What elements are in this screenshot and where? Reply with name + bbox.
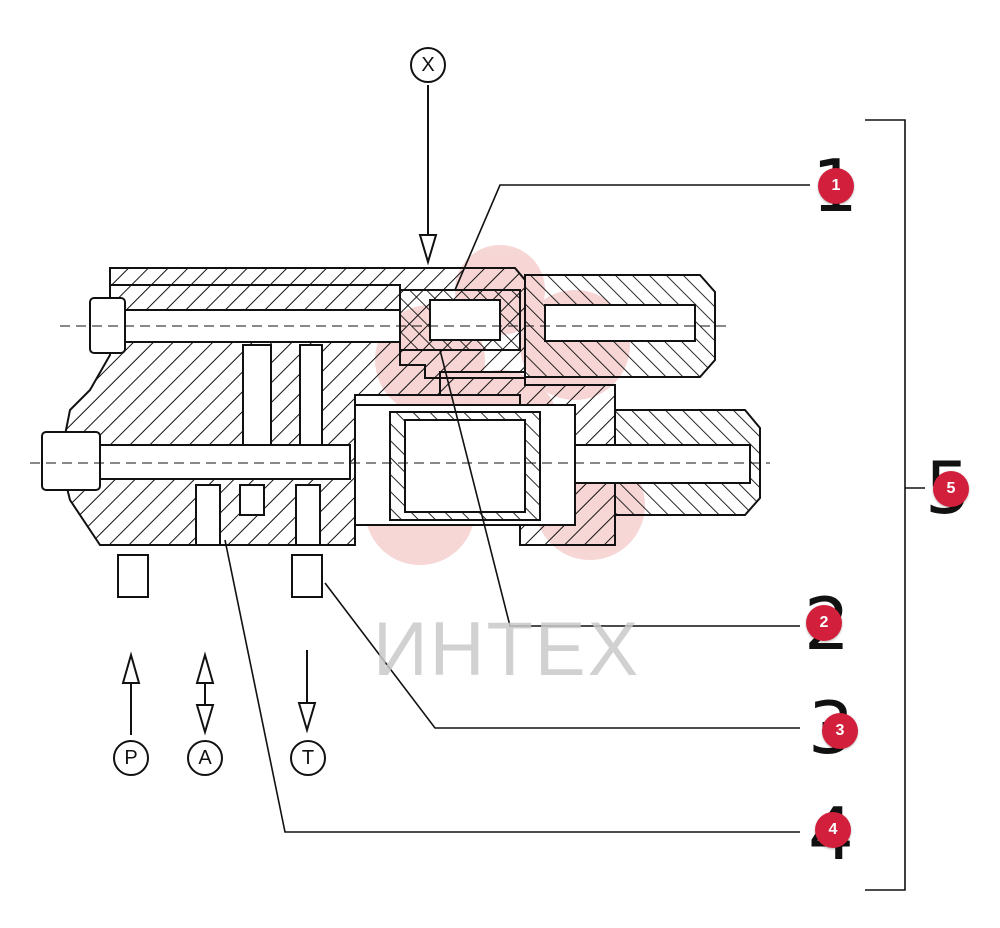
port-t-label: T xyxy=(290,740,326,776)
x-arrow xyxy=(418,85,438,266)
port-a-label: A xyxy=(187,740,223,776)
upper-shaft xyxy=(60,289,730,354)
watermark-text: ИНТЕХ xyxy=(373,607,641,692)
hotspot-2[interactable]: 2 xyxy=(806,605,842,641)
lower-shaft xyxy=(30,404,770,526)
hotspot-1[interactable]: 1 xyxy=(818,168,854,204)
hotspot-5[interactable]: 5 xyxy=(933,471,969,507)
leader-lines xyxy=(224,119,925,891)
port-x-label: X xyxy=(410,47,446,83)
bottom-fittings xyxy=(117,554,323,598)
flow-arrows xyxy=(121,650,317,736)
hotspot-4[interactable]: 4 xyxy=(815,812,851,848)
hotspot-3[interactable]: 3 xyxy=(822,713,858,749)
port-p-label: P xyxy=(113,740,149,776)
passages xyxy=(195,344,323,546)
